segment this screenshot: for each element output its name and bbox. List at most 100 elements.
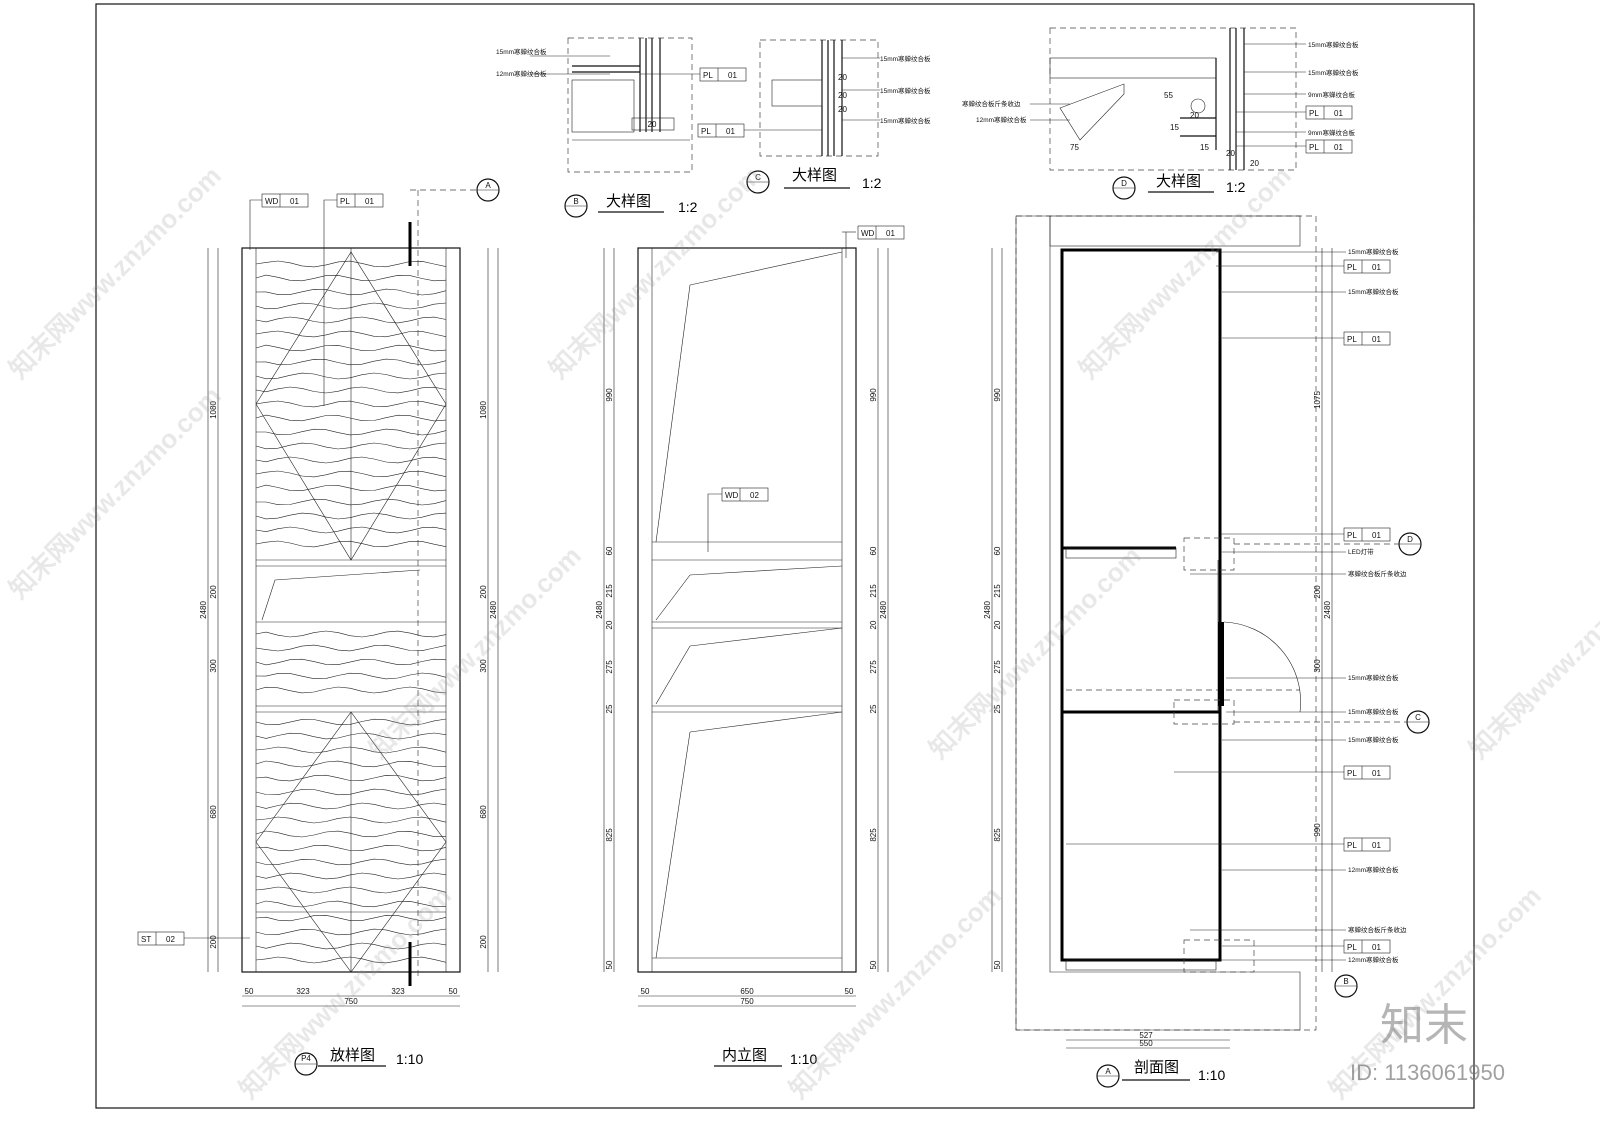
svg-text:知末网www.znzmo.com: 知末网www.znzmo.com [783,880,1007,1104]
svg-text:PL: PL [1347,841,1357,850]
dimension-label: 825 [869,828,878,842]
material-note: 15mm寒蝉纹合板 [1348,287,1399,296]
dimension-label: 275 [993,660,1002,674]
svg-text:650: 650 [740,987,754,996]
svg-text:WD: WD [265,197,279,206]
material-note: 15mm寒蝉纹合板 [1348,735,1399,744]
svg-text:01: 01 [365,197,374,206]
dimension-label: 50 [993,960,1002,969]
dimension-label: 25 [993,704,1002,713]
svg-text:50: 50 [845,987,854,996]
svg-text:12mm寒蝉纹合板: 12mm寒蝉纹合板 [496,69,547,78]
dimension-label: 20 [993,620,1002,629]
svg-text:1075: 1075 [1313,391,1322,409]
svg-text:PL: PL [1347,263,1357,272]
svg-text:20: 20 [838,105,847,114]
dimension-label: 825 [605,828,614,842]
view-a-title: 放样图 [330,1047,375,1064]
section-marker-a-label: A [485,181,491,190]
svg-text:PL: PL [1347,335,1357,344]
svg-text:01: 01 [1372,943,1381,952]
svg-text:01: 01 [728,71,737,80]
svg-text:PL: PL [1309,143,1319,152]
wood-grain-pattern [255,260,447,964]
svg-text:01: 01 [1334,143,1343,152]
svg-text:PL: PL [1347,943,1357,952]
svg-text:20: 20 [648,120,657,129]
svg-text:750: 750 [344,997,358,1006]
drawing-frame [95,3,1475,1109]
tag-pl01-detail-d2: PL 01 [1305,139,1353,154]
svg-text:P4: P4 [301,1054,311,1063]
svg-text:300: 300 [209,659,218,673]
svg-text:323: 323 [296,987,310,996]
svg-text:20: 20 [1250,159,1259,168]
svg-text:知末网www.znzmo.com: 知末网www.znzmo.com [363,540,587,764]
svg-text:02: 02 [166,935,175,944]
svg-text:15mm寒蝉纹合板: 15mm寒蝉纹合板 [880,116,931,125]
svg-text:01: 01 [1372,531,1381,540]
view-c-scale: 1:10 [1198,1067,1225,1083]
svg-text:200: 200 [479,585,488,599]
svg-text:WD: WD [725,491,739,500]
view-b-title: 内立图 [722,1047,767,1064]
brand-watermark: 知末 [1380,1001,1468,1050]
material-note: 寒蝉纹合板斤条收边 [1348,925,1407,934]
svg-text:PL: PL [701,127,711,136]
material-note: 12mm寒蝉纹合板 [1348,865,1399,874]
dimension-label: 990 [993,388,1002,402]
svg-text:知末网www.znzmo.com: 知末网www.znzmo.com [1073,160,1297,384]
detail-c-title: 大样图 [792,167,837,184]
svg-text:50: 50 [641,987,650,996]
svg-text:C: C [1415,713,1421,722]
svg-text:200: 200 [209,935,218,949]
svg-text:01: 01 [1372,335,1381,344]
detail-d-title: 大样图 [1156,173,1201,190]
svg-text:200: 200 [209,585,218,599]
svg-text:寒蝉纹合板斤条收边: 寒蝉纹合板斤条收边 [962,99,1021,108]
material-note: 寒蝉纹合板斤条收边 [1348,569,1407,578]
dimension-label: 275 [605,660,614,674]
svg-text:9mm寒蝉纹合板: 9mm寒蝉纹合板 [1308,90,1355,99]
dimension-label: 990 [869,388,878,402]
svg-text:02: 02 [750,491,759,500]
svg-text:200: 200 [479,935,488,949]
svg-text:知末网www.znzmo.com: 知末网www.znzmo.com [543,160,767,384]
dimension-label: 215 [605,584,614,598]
door-diamond-upper [255,251,447,561]
material-note: 15mm寒蝉纹合板 [1348,247,1399,256]
svg-text:01: 01 [290,197,299,206]
tag-pl01: PL 01 [1343,939,1391,954]
material-note: 15mm寒蝉纹合板 [1348,707,1399,716]
svg-text:B: B [573,197,578,206]
svg-text:知末网www.znzmo.com: 知末网www.znzmo.com [3,380,227,604]
svg-text:B: B [1343,977,1348,986]
svg-text:15: 15 [1200,143,1209,152]
svg-text:55: 55 [1164,91,1173,100]
svg-text:200: 200 [1313,585,1322,599]
svg-text:527: 527 [1139,1031,1153,1040]
dimension-label: 60 [605,546,614,555]
dimension-label: 215 [993,584,1002,598]
svg-text:9mm寒蝉纹合板: 9mm寒蝉纹合板 [1308,128,1355,137]
view-c-title: 剖面图 [1134,1059,1179,1076]
svg-text:01: 01 [1334,109,1343,118]
svg-text:PL: PL [1347,769,1357,778]
material-note: 12mm寒蝉纹合板 [1348,955,1399,964]
view-b-scale: 1:10 [790,1051,817,1067]
door-diamond-lower [255,711,447,973]
svg-text:20: 20 [838,91,847,100]
svg-text:680: 680 [209,805,218,819]
